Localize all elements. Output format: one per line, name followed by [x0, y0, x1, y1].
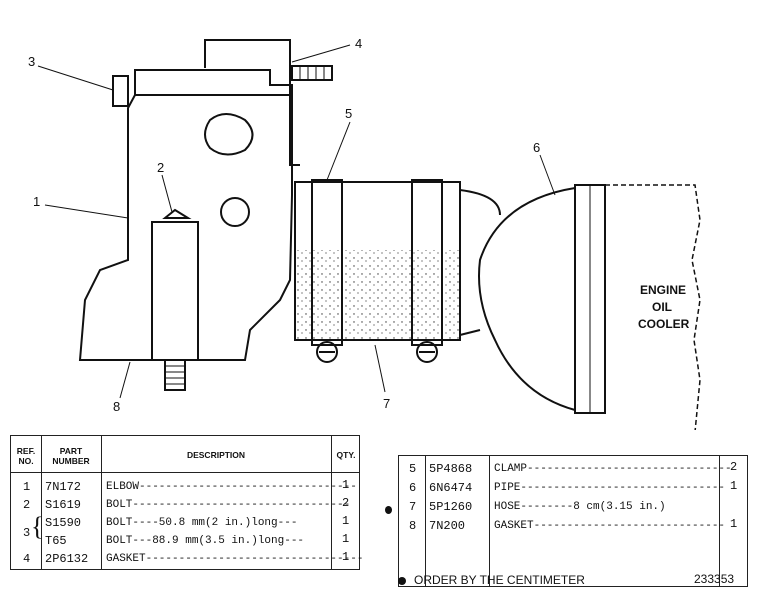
row-r2-part: 6N6474	[429, 481, 473, 495]
row3-part: S1590	[45, 516, 82, 530]
row1-ref: 1	[23, 480, 31, 494]
footnote: ORDER BY THE CENTIMETER	[398, 573, 585, 587]
row-r4-part: 7N200	[429, 519, 466, 533]
header-ref-no: REF. NO.	[16, 446, 36, 466]
bullet-icon	[398, 576, 406, 585]
row-r4-ref: 8	[409, 519, 417, 533]
row4-part: T65	[45, 534, 67, 548]
callout-6: 6	[533, 140, 540, 155]
row-r1-desc: CLAMP-------------------------------	[494, 463, 732, 475]
image-number: 233353	[694, 572, 735, 586]
row-r1-part: 5P4868	[429, 462, 473, 476]
row4-ref: 3	[23, 526, 31, 540]
oil-cooler-end	[478, 186, 576, 412]
row-r3-desc: HOSE--------8 cm(3.15 in.)	[494, 501, 666, 513]
callout-1: 1	[33, 194, 40, 209]
footnote-text: ORDER BY THE CENTIMETER	[414, 573, 585, 587]
row2-part: S1619	[45, 498, 82, 512]
row-r4-desc: GASKET-----------------------------	[494, 520, 726, 532]
callout-3: 3	[28, 54, 35, 69]
callout-5: 5	[345, 106, 352, 121]
row-r1-ref: 5	[409, 462, 417, 476]
row4-qty: 1	[342, 532, 350, 546]
row1-desc: ELBOW---------------------------------	[106, 481, 357, 493]
row-r4-qty: 1	[730, 517, 738, 531]
row1-part: 7N172	[45, 480, 82, 494]
row5-part: 2P6132	[45, 552, 89, 566]
cooler-label-line1: ENGINE	[640, 283, 686, 297]
row5-ref: 4	[23, 552, 31, 566]
row-r2-desc: PIPE-------------------------------	[494, 482, 726, 494]
callout-2: 2	[157, 160, 164, 175]
header-qty: QTY.	[336, 450, 356, 460]
parts-illustration: 1 2 3 4 5 6 7 8 ENGINE OIL COOLER	[28, 36, 701, 430]
callout-7: 7	[383, 396, 390, 411]
row5-qty: 1	[342, 550, 350, 564]
row-r3-ref: 7	[409, 500, 417, 514]
row-r2-ref: 6	[409, 481, 417, 495]
callout-4: 4	[355, 36, 362, 51]
row2-desc: BOLT---------------------------------	[106, 499, 351, 511]
row2-qty: 2	[342, 496, 350, 510]
elbow-body	[78, 69, 293, 361]
row-r2-qty: 1	[730, 479, 738, 493]
parts-table-left: REF. NO. PART NUMBER DESCRIPTION QTY. 1 …	[10, 435, 364, 570]
row3-qty: 1	[342, 514, 350, 528]
row-r1-qty: 2	[730, 460, 738, 474]
header-description: DESCRIPTION	[186, 450, 246, 460]
row2-ref: 2	[23, 498, 31, 512]
bullet-marker	[385, 506, 392, 514]
row-r3-part: 5P1260	[429, 500, 473, 514]
row4-desc: BOLT---88.9 mm(3.5 in.)long---	[106, 535, 305, 547]
row5-desc: GASKET---------------------------------	[106, 553, 364, 565]
row1-qty: 1	[342, 478, 350, 492]
cooler-label-line3: COOLER	[638, 317, 690, 331]
row3-desc: BOLT----50.8 mm(2 in.)long---	[106, 517, 298, 529]
header-part-number: PART NUMBER	[52, 446, 90, 466]
brace-ref-3: {	[31, 512, 44, 541]
parts-table-right: 5 5P4868 CLAMP--------------------------…	[398, 455, 748, 587]
cooler-label-line2: OIL	[652, 300, 672, 314]
callout-8: 8	[113, 399, 120, 414]
